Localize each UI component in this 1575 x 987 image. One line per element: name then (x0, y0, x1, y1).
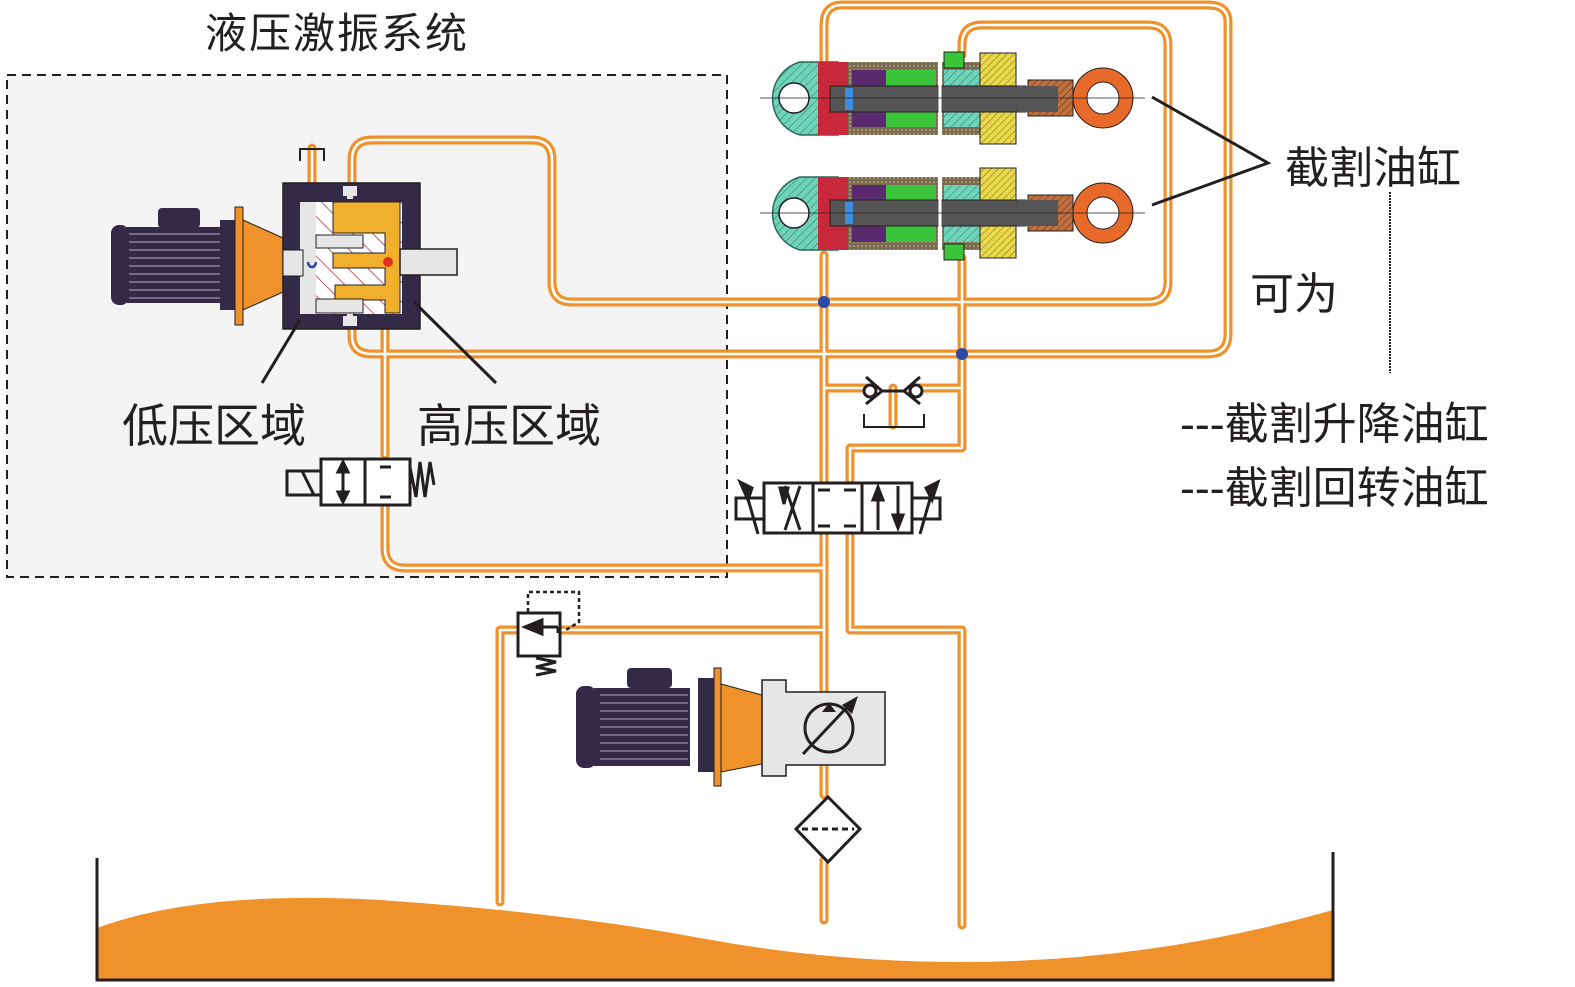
oil-tank (95, 852, 1335, 982)
solenoid-valve-2-2 (285, 457, 436, 507)
oil-surface (97, 897, 1333, 980)
pump-motor (576, 667, 763, 787)
may-be-label: 可为 (1250, 269, 1338, 320)
option-swing-cylinder: ---截割回转油缸 (1180, 463, 1489, 514)
proportional-valve-4-3 (734, 478, 942, 535)
double-check-valve (862, 375, 925, 428)
leader-cutting-cylinders (1151, 95, 1272, 207)
high-pressure-label: 高压区域 (417, 399, 601, 453)
cutting-cylinder-label: 截割油缸 (1285, 143, 1461, 194)
cutting-cylinder-lower (760, 167, 1145, 261)
filter (793, 794, 863, 865)
option-lift-cylinder: ---截割升降油缸 (1180, 399, 1489, 450)
rotary-exciting-valve (282, 148, 458, 330)
junction-dot (956, 348, 968, 360)
leader-low-pressure (260, 319, 302, 384)
cutting-cylinder-upper (760, 51, 1145, 145)
subsystem-title: 液压激振系统 (205, 9, 470, 58)
junction-dot (818, 296, 830, 308)
leader-high-pressure (412, 300, 498, 385)
relief-valve (516, 590, 581, 677)
low-pressure-label: 低压区域 (122, 399, 306, 453)
variable-pump (761, 679, 886, 777)
